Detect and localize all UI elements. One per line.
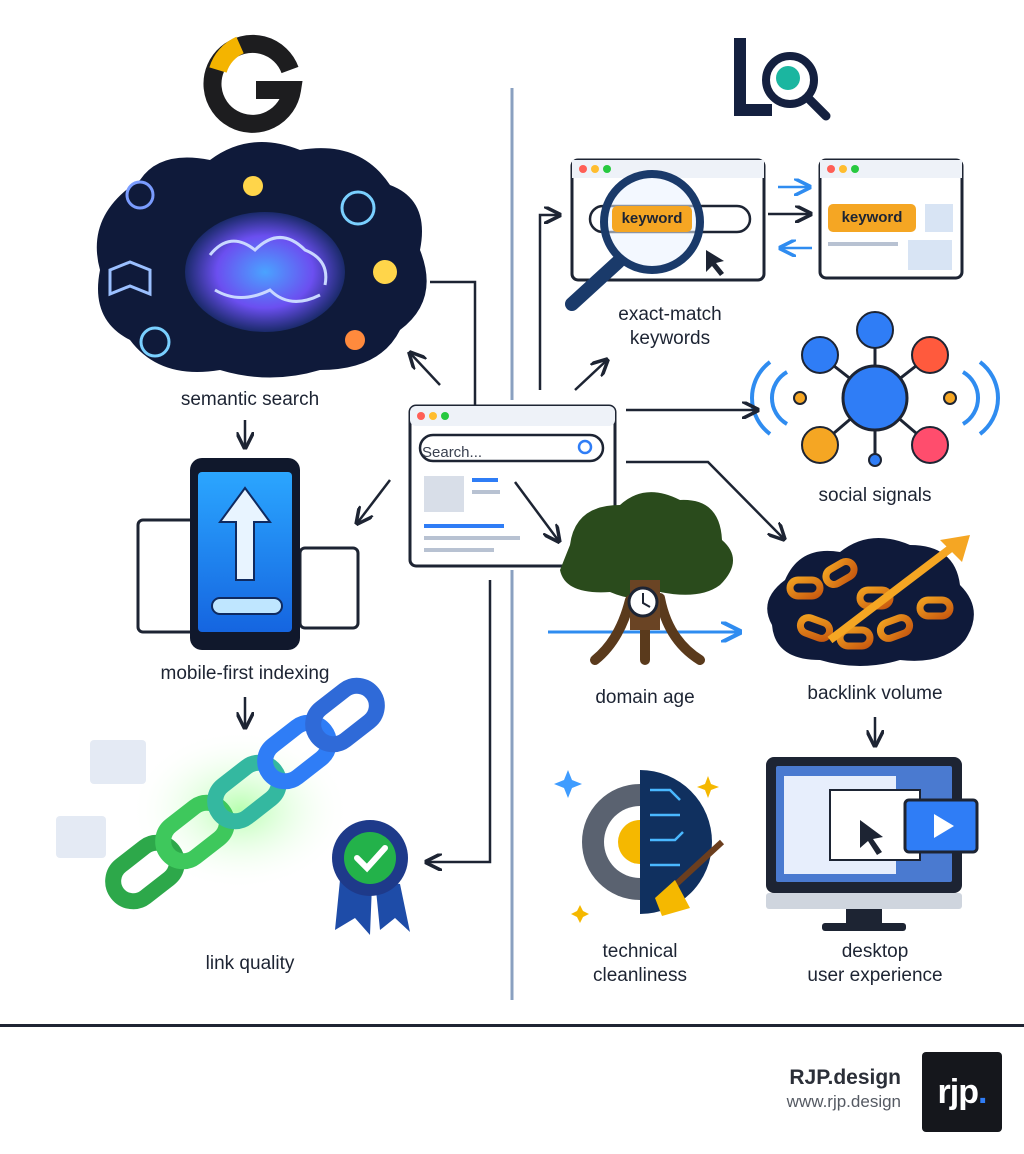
diagram-canvas <box>56 34 1000 1000</box>
label-social-signals: social signals <box>818 485 932 506</box>
label-exact-match-keywords: exact-match keywords <box>618 304 722 349</box>
brand-logo-text: rjp <box>937 1072 979 1111</box>
sync-arrows <box>778 187 812 248</box>
brand-url: www.rjp.design <box>786 1092 901 1111</box>
brand-name: RJP.design <box>789 1066 901 1089</box>
label-backlink-volume: backlink volume <box>807 683 943 704</box>
brand-logo-dot: . <box>978 1072 988 1111</box>
brand-logo: rjp. <box>922 1052 1002 1132</box>
chain-link-icon <box>56 677 385 910</box>
google-g-icon <box>203 34 303 133</box>
label-domain-age: domain age <box>595 687 695 708</box>
social-hub-icon <box>750 311 1000 467</box>
label-link-quality: link quality <box>205 953 295 974</box>
label-semantic-search: semantic search <box>180 389 320 410</box>
chain-cloud-icon <box>767 535 974 666</box>
magnifier-icon <box>565 158 964 311</box>
label-mobile-first-indexing: mobile-first indexing <box>160 663 330 684</box>
badge-check-icon <box>332 820 410 935</box>
brain-icon <box>96 142 427 378</box>
desktop-monitor-icon <box>766 757 979 931</box>
keyword-badge-left: keyword <box>621 210 683 227</box>
label-desktop-user-experience: desktop user experience <box>807 941 943 986</box>
connector-arrows <box>245 214 875 862</box>
gear-circuit-icon <box>554 770 725 923</box>
footer-divider <box>0 1024 1024 1027</box>
keyword-badge-right: keyword <box>841 209 903 226</box>
search-window <box>408 404 617 568</box>
tree-icon <box>548 492 738 665</box>
label-technical-cleanliness: technical cleanliness <box>593 941 687 986</box>
search-placeholder: Search... <box>422 444 483 461</box>
search-logo-icon <box>734 38 831 121</box>
phone-icon <box>136 458 360 650</box>
